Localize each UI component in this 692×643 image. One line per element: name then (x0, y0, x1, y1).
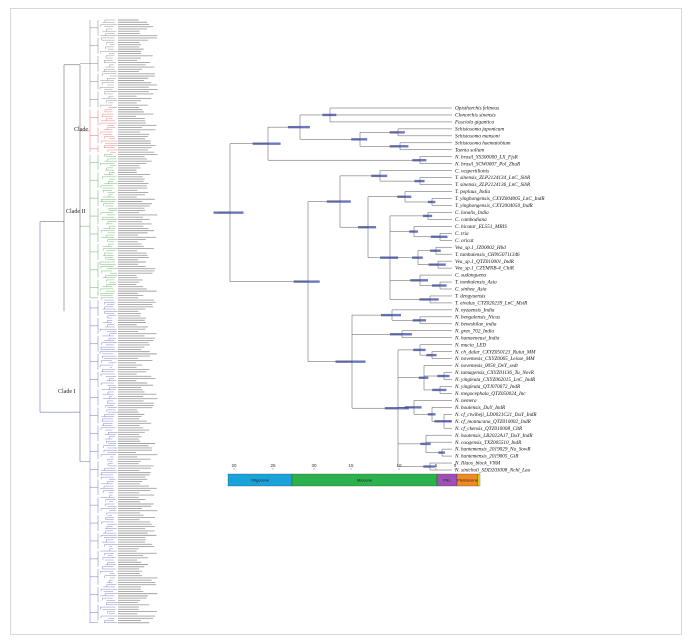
tip-label: N. tamagensis_CXYZ01136_Tu_NovR (454, 370, 535, 376)
tip-label: N. cf_ctwibeji_LD0021C21_DuY_IndR (454, 411, 537, 418)
tip-label: C. hicutar_EL551_MRIS (455, 224, 507, 230)
tip-label: N. brasil_YS300000_LX_FjsR (454, 154, 519, 160)
tip-label: T. tamhalensis_CHNG0711346 (455, 251, 520, 258)
tip-label: T. poplaus_India (455, 189, 490, 195)
clade-label-i: Clade I (58, 389, 76, 395)
era-label: Oligocene (251, 478, 270, 483)
tip-label: Vea_sp.1_QTZ010001_IndR (455, 259, 515, 265)
tip-label: T. eivalus_CTZ020239_LnC_MsiR (455, 301, 528, 307)
axis-tick-label: 30 (311, 463, 317, 468)
tip-label: Schistosoma mansoni (455, 133, 500, 139)
era-label: Pleistocene (457, 478, 478, 483)
axis-tick-label: 5 (435, 463, 438, 468)
tip-label: N. caogensis_TXZ005510_IndR (454, 440, 522, 446)
tip-label: N. ch_dalar_CXYZ050123_Ruiut_MM (454, 349, 536, 355)
tip-label: T. tomhalensis_Asia (455, 280, 497, 286)
tip-label: N. cf_montucana_QTZ010002_IndR (454, 418, 532, 425)
tip-label: N. sinicholi_SDD203008_Nchl_Lao (454, 468, 531, 474)
tip-label: Schistosoma haematobium (455, 140, 511, 146)
tip-label: Fasciola gigantica (454, 120, 494, 126)
tip-label: T. sinensis_ZLP2124134_LnC_SibR (455, 174, 531, 181)
tip-label: T. yinghongensis_CXYZ004005_LnC_IndR (455, 195, 545, 202)
tip-label: N. beneshilae_india (454, 321, 497, 327)
axis-tick-label: 20 (231, 463, 237, 468)
tip-label: Opisthorchis felineus (455, 105, 499, 112)
axis-tick-label: 25 (270, 463, 276, 468)
tip-label: C. sinhea_Asia (455, 287, 487, 293)
tip-label: N. novemesis_CXYZ0065_Leisse_MM (454, 356, 535, 362)
tip-label: N. brasil_SCW0007_Pol_ZhuR (454, 161, 521, 167)
tip-label: N. bengalensis_Nicus (454, 314, 500, 320)
tip-label: N. nemera (454, 398, 477, 404)
tip-label: C. cambodiana (455, 217, 487, 223)
tip-label: C. lonalis_India (455, 210, 489, 216)
tip-label: N. novemesis_0050_DeY_sedt (454, 363, 518, 369)
tip-label: C. oricat (455, 238, 474, 244)
tip-label: Vea_sp.1_JZ00002_Hbd (455, 245, 506, 251)
tip-label: N. houtensis_LB2022A17_DuY_IndR (454, 433, 533, 439)
tip-label: N. mucia_LED (454, 342, 486, 348)
tip-label: N. hantemensis_2019029_Nu_SowR (454, 447, 531, 453)
tip-label: C. vespertilionis (455, 168, 489, 174)
tip-label: N. yingleuta_CXYZ062015_LnC_IndR (454, 377, 536, 383)
tip-label: N. yingleuta_QTJ070072_IndR (454, 384, 521, 390)
tip-label: N. Illaos_block_VNM (454, 461, 501, 467)
tip-label: Taenia solium (455, 147, 484, 153)
tip-label: Schistosoma japonicum (455, 126, 504, 132)
tip-label: C. tria (455, 231, 469, 237)
tip-label: Vea_sp.1_CZYMNB-4_ChiR (455, 265, 515, 272)
tip-label: N. hamaeneusi_India (454, 335, 500, 341)
tip-label: N. nyzaensis_India (454, 307, 495, 313)
clade-label-ii: Clade II (66, 209, 86, 215)
tip-label: N. grex_702_India (454, 328, 494, 334)
tip-label: N. houlensis_DuY_IndR (454, 405, 506, 411)
tip-label: Clonorchis sinensis (455, 113, 496, 119)
axis-tick-label: 0 (454, 463, 457, 468)
tip-label: N. cf_ckensis_QTZ010008_CltR (454, 425, 523, 432)
era-label: Plio. (443, 478, 451, 483)
clade-label-red: Clade (74, 127, 88, 133)
tip-label: T. dengyuensis (455, 294, 485, 300)
era-block (477, 473, 481, 487)
figure-frame (10, 8, 682, 635)
tip-label: N. megocephala_QTZ050024_Inc (454, 390, 526, 397)
tip-label: C. sudanguena (455, 273, 487, 279)
tip-label: T. yinghongensis_CXY2004050_IndR (455, 202, 534, 209)
era-label: Miocene (357, 478, 373, 483)
tip-label: T. sinensis_ZLP2124136_LnC_SibR (455, 181, 531, 188)
axis-tick-label: 10 (396, 463, 402, 468)
tip-label: N. hantemensis_2019005_GiR (454, 454, 519, 460)
axis-tick-label: 15 (348, 463, 354, 468)
